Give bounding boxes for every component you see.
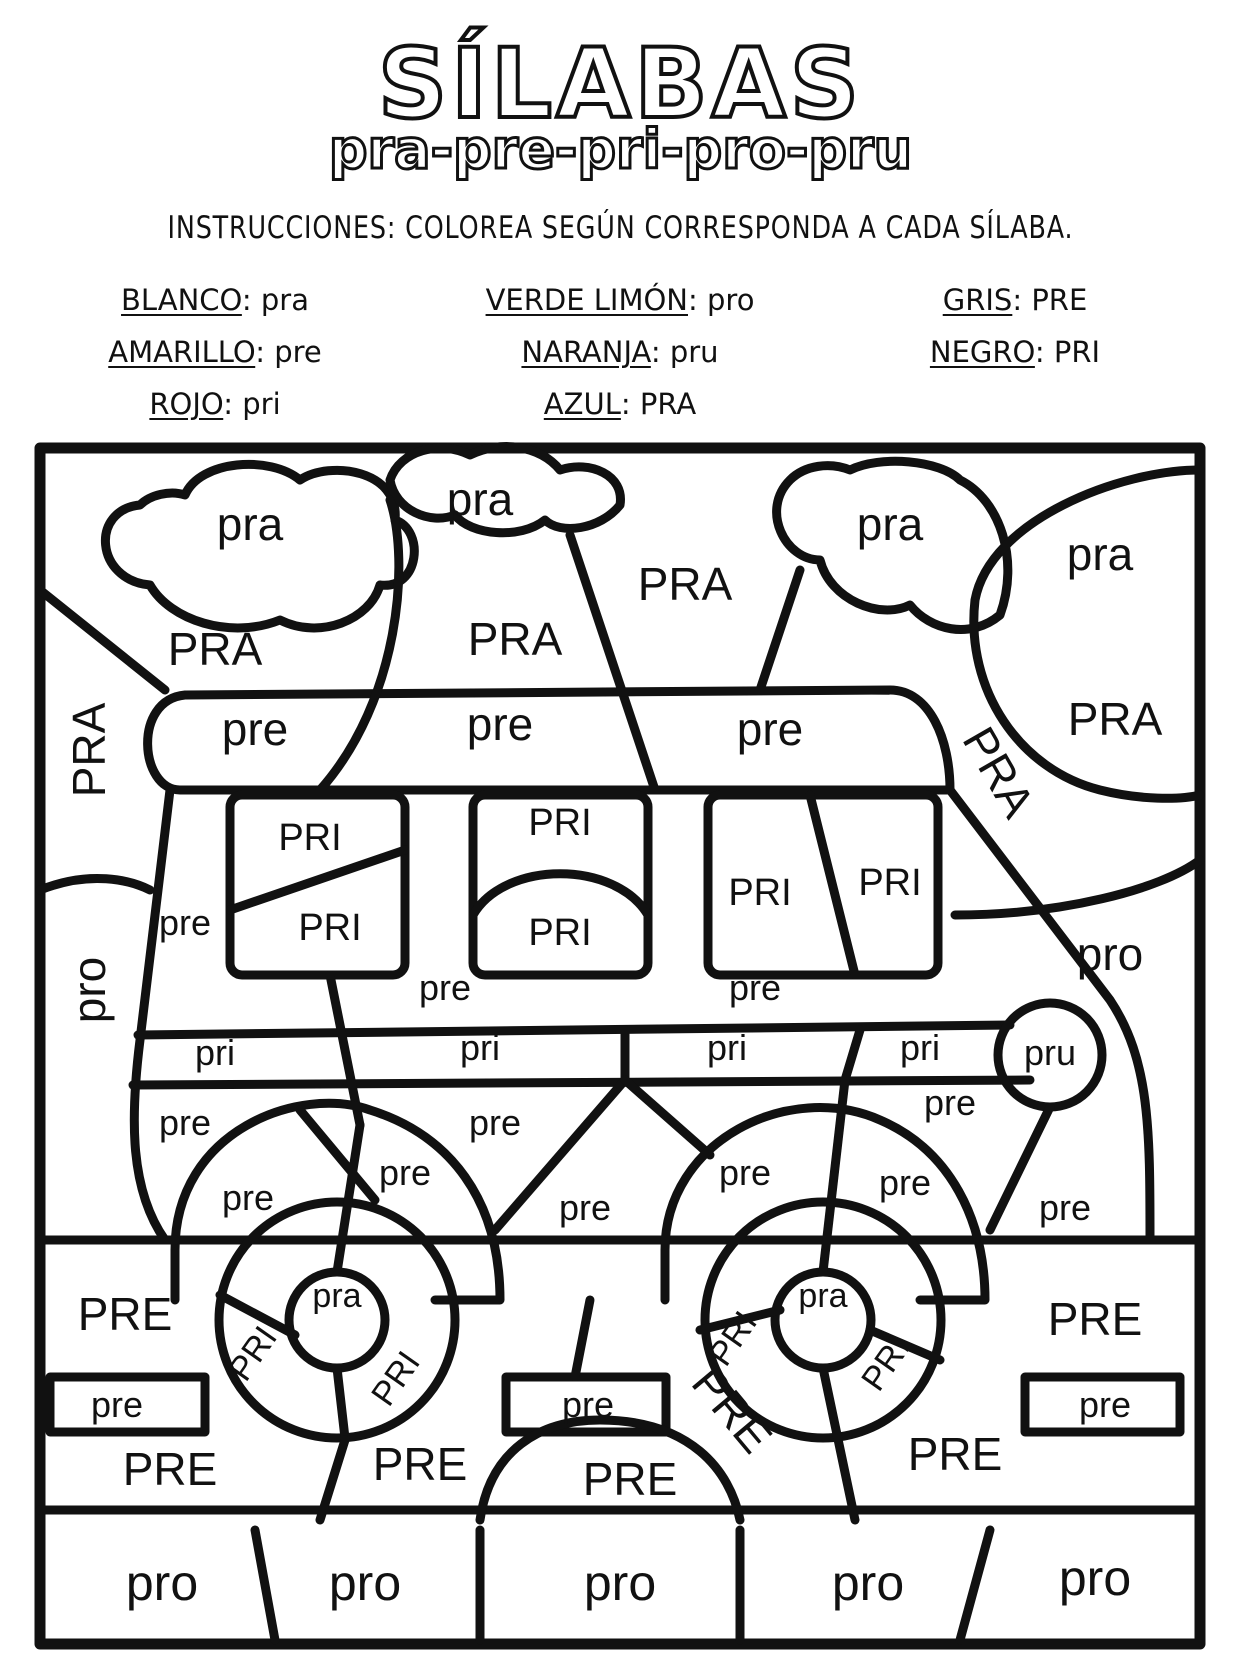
key-azul: AZUL: PRA [543, 387, 697, 421]
window-label: PRI [528, 802, 591, 844]
sky-label: PRA [63, 702, 115, 797]
road-label: pro [329, 1555, 401, 1611]
body-label: pre [559, 1187, 611, 1228]
bumper-label: pre [91, 1384, 143, 1425]
key-naranja: NARANJA: pru [521, 335, 719, 369]
stripe-label: pri [900, 1027, 940, 1068]
ground-label: PRE [1048, 1293, 1143, 1345]
bumper-label: pre [1079, 1384, 1131, 1425]
stripe-label: pri [707, 1027, 747, 1068]
cloud-label: pra [1067, 528, 1134, 580]
bumper-label: pre [562, 1384, 614, 1425]
instructions-text: INSTRUCCIONES: COLOREA SEGÚN CORRESPONDA… [167, 210, 1074, 246]
roof-label: pre [222, 703, 288, 755]
fender-label: pre [719, 1152, 771, 1193]
road-label: pro [832, 1555, 904, 1611]
body-label: pre [159, 1102, 211, 1143]
window-label: PRI [728, 872, 791, 914]
sky-label: PRA [168, 623, 263, 675]
picture-frame [34, 442, 1206, 1650]
syllables-subtitle: pra-pre-pri-pro-pru [327, 117, 913, 183]
ground-label: PRE [373, 1438, 468, 1490]
road-mound [475, 1415, 745, 1525]
window-label: PRI [278, 817, 341, 859]
body-label: pre [419, 967, 471, 1008]
roof-outline [143, 685, 955, 795]
road-label: pro [126, 1555, 198, 1611]
cloud-far-right [969, 465, 1205, 803]
ground-label: pro [1077, 928, 1143, 980]
hill-line-left [35, 585, 170, 695]
worksheet-title: SÍLABAS [376, 26, 863, 142]
cloud-right [772, 456, 1013, 634]
body-label: pre [159, 902, 211, 943]
ground-label: PRE [583, 1453, 678, 1505]
key-amarillo: AMARILLO: pre [108, 335, 322, 369]
sky-label: PRA [1068, 693, 1163, 745]
roof-label: pre [737, 703, 803, 755]
cloud-center [385, 442, 625, 538]
road-label: pro [584, 1555, 656, 1611]
ground-label: pro [63, 957, 115, 1023]
key-negro: NEGRO: PRI [929, 335, 1101, 369]
body-label: pre [469, 1102, 521, 1143]
stripe-label: pri [460, 1027, 500, 1068]
ground-label: PRE [123, 1443, 218, 1495]
ground-label: PRE [908, 1428, 1003, 1480]
tire-left [214, 1197, 460, 1443]
key-rojo: ROJO: pri [149, 387, 281, 421]
cloud-left [101, 459, 419, 633]
hub-label: pra [312, 1277, 361, 1315]
body-label: pre [729, 967, 781, 1008]
window-label: PRI [298, 907, 361, 949]
roof-label: pre [467, 698, 533, 750]
fender-label: pre [879, 1162, 931, 1203]
fender-label: pre [222, 1177, 274, 1218]
ground-label: PRE [78, 1288, 173, 1340]
stripe-label: pri [195, 1032, 235, 1073]
road-label: pro [1059, 1550, 1131, 1606]
sky-label: PRA [638, 558, 733, 610]
headlight-label: pru [1024, 1032, 1076, 1073]
body-label: pre [924, 1082, 976, 1123]
window-label: PRI [858, 862, 921, 904]
wheel-arch-right [660, 1103, 990, 1305]
tire-right [700, 1197, 946, 1443]
body-label: pre [1039, 1187, 1091, 1228]
key-gris: GRIS: PRE [942, 283, 1088, 317]
wheel-arch-left [170, 1098, 505, 1305]
cloud-label: pra [217, 498, 284, 550]
window-label: PRI [528, 912, 591, 954]
fender-label: pre [379, 1152, 431, 1193]
cloud-label: pra [857, 498, 924, 550]
key-verde-limon: VERDE LIMÓN: pro [485, 283, 755, 317]
hub-label: pra [798, 1277, 847, 1315]
key-blanco: BLANCO: pra [121, 283, 309, 317]
cloud-label: pra [447, 473, 514, 525]
sky-label: PRA [468, 613, 563, 665]
